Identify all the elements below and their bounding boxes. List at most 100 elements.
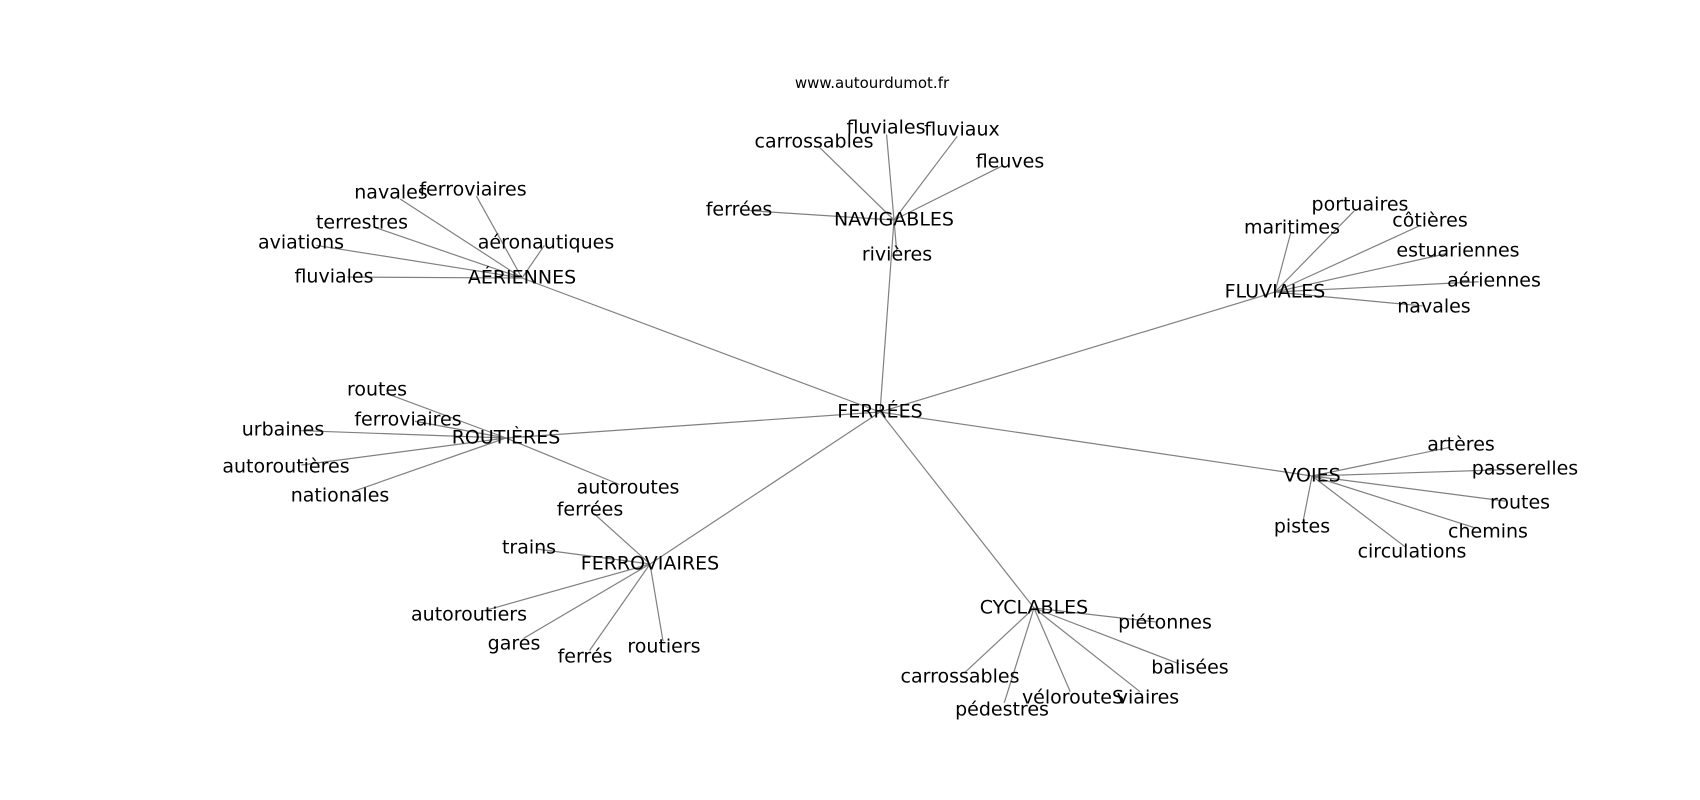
edge-ferroviaires-leaf-4 — [589, 563, 651, 651]
edge-fluviales-leaf-4 — [1274, 281, 1479, 293]
graph-edges — [298, 134, 1511, 704]
edge-fluviales-leaf-0 — [1274, 210, 1355, 293]
leaf-node-routieres-4: nationales — [291, 485, 390, 507]
edge-fluviales-leaf-2 — [1274, 225, 1420, 293]
edge-navigables-leaf-5 — [893, 219, 898, 253]
group-node-aeriennes: AÉRIENNES — [468, 266, 576, 289]
edge-center-aeriennes — [521, 277, 881, 413]
leaf-node-voies-2: routes — [1490, 492, 1550, 514]
leaf-node-aeriennes-2: terrestres — [316, 212, 408, 234]
edge-aeriennes-leaf-5 — [347, 276, 523, 279]
leaf-node-ferroviaires-2: autoroutiers — [411, 604, 527, 626]
edge-fluviales-leaf-5 — [1274, 291, 1423, 307]
leaf-node-navigables-0: fluviales — [846, 117, 925, 139]
center-node: FERRÉES — [837, 400, 922, 423]
edge-navigables-leaf-4 — [749, 210, 895, 221]
leaf-node-routieres-1: ferroviaires — [354, 409, 461, 431]
group-node-routieres: ROUTIÈRES — [452, 426, 561, 449]
leaf-node-ferroviaires-1: trains — [502, 537, 556, 559]
edge-center-voies — [879, 411, 1313, 477]
leaf-node-cyclables-1: balisées — [1151, 657, 1228, 679]
edge-routieres-leaf-0 — [385, 392, 507, 439]
edge-center-ferroviaires — [649, 411, 881, 565]
leaf-node-cyclables-5: pédestres — [955, 699, 1049, 721]
leaf-node-voies-5: circulations — [1358, 541, 1467, 563]
edge-ferroviaires-leaf-2 — [481, 563, 651, 613]
edge-aeriennes-leaf-3 — [316, 244, 523, 279]
leaf-node-cyclables-3: vélorouteS — [1022, 687, 1124, 709]
edge-voies-leaf-5 — [1311, 475, 1406, 548]
edge-navigables-leaf-2 — [819, 147, 895, 221]
group-node-voies: VOIES — [1283, 465, 1340, 487]
group-node-fluviales: FLUVIALES — [1225, 281, 1326, 303]
leaf-node-routieres-5: autoroutes — [577, 477, 680, 499]
leaf-node-aeriennes-4: aéronautiques — [478, 232, 615, 254]
edge-voies-leaf-2 — [1311, 475, 1506, 502]
edge-navigables-leaf-3 — [893, 165, 1003, 221]
edge-cyclables-leaf-0 — [1033, 607, 1156, 623]
leaf-node-navigables-4: ferrées — [706, 199, 773, 221]
edge-center-cyclables — [879, 411, 1035, 609]
edge-aeriennes-leaf-1 — [399, 198, 523, 279]
edge-routieres-leaf-3 — [301, 437, 507, 466]
leaf-node-fluviales-5: navales — [1397, 296, 1470, 318]
leaf-node-navigables-2: carrossables — [755, 131, 874, 153]
edge-navigables-leaf-0 — [885, 134, 895, 221]
leaf-node-fluviales-4: aériennes — [1447, 270, 1541, 292]
edge-navigables-leaf-1 — [893, 135, 958, 221]
edge-cyclables-leaf-3 — [1033, 607, 1071, 692]
site-credit: www.autourdumot.fr — [795, 74, 950, 92]
group-node-navigables: NAVIGABLES — [834, 209, 954, 231]
leaf-node-navigables-5: rivières — [862, 244, 932, 266]
leaf-node-aeriennes-0: ferroviaires — [419, 179, 526, 201]
edge-center-routieres — [505, 411, 881, 439]
leaf-node-cyclables-0: piétonnes — [1118, 612, 1212, 634]
edge-ferroviaires-leaf-5 — [649, 563, 664, 642]
leaf-node-fluviales-3: estuariennes — [1396, 240, 1519, 262]
leaf-node-aeriennes-1: navales — [354, 182, 427, 204]
leaf-node-voies-1: passerelles — [1472, 458, 1578, 480]
leaf-node-fluviales-2: côtières — [1392, 210, 1467, 232]
leaf-node-ferroviaires-4: ferrés — [558, 646, 613, 668]
edge-center-fluviales — [879, 291, 1276, 413]
edge-center-navigables — [879, 219, 895, 413]
leaf-node-routieres-2: urbaines — [242, 419, 324, 441]
leaf-node-cyclables-4: viaires — [1117, 687, 1179, 709]
leaf-node-fluviales-0: portuaires — [1312, 194, 1409, 216]
edge-voies-leaf-1 — [1311, 468, 1511, 477]
edge-fluviales-leaf-3 — [1274, 253, 1446, 293]
edge-cyclables-leaf-4 — [1033, 607, 1141, 693]
leaf-node-ferroviaires-5: routiers — [627, 636, 700, 658]
edge-voies-leaf-4 — [1302, 475, 1313, 524]
edge-ferroviaires-leaf-3 — [523, 563, 651, 639]
leaf-node-ferroviaires-0: ferrées — [557, 499, 624, 521]
edge-voies-leaf-0 — [1311, 446, 1451, 477]
group-node-cyclables: CYCLABLES — [980, 597, 1088, 619]
edge-cyclables-leaf-1 — [1033, 607, 1180, 665]
leaf-node-routieres-3: autoroutières — [222, 456, 349, 478]
leaf-node-navigables-1: fluviaux — [924, 119, 999, 141]
edge-routieres-leaf-2 — [298, 429, 507, 439]
leaf-node-ferroviaires-3: gares — [488, 633, 541, 655]
edge-voies-leaf-3 — [1311, 475, 1476, 529]
leaf-node-voies-4: pistes — [1274, 516, 1330, 538]
leaf-node-cyclables-2: carrossables — [901, 666, 1020, 688]
leaf-node-voies-3: chemins — [1448, 521, 1528, 543]
leaf-node-aeriennes-3: aviations — [258, 232, 344, 254]
edge-aeriennes-leaf-2 — [373, 226, 523, 279]
edge-cyclables-leaf-5 — [1003, 607, 1035, 704]
leaf-node-fluviales-1: maritimes — [1244, 217, 1340, 239]
edge-routieres-leaf-4 — [351, 437, 507, 493]
edge-routieres-leaf-5 — [505, 437, 620, 486]
edge-cyclables-leaf-2 — [964, 607, 1035, 673]
edge-ferroviaires-leaf-0 — [593, 513, 651, 565]
graph-labels: www.autourdumot.fr fluvialesfluviauxcarr… — [222, 74, 1578, 721]
leaf-node-aeriennes-5: fluviales — [294, 266, 373, 288]
leaf-node-routieres-0: routes — [347, 379, 407, 401]
leaf-node-voies-0: artères — [1427, 434, 1495, 456]
edge-ferroviaires-leaf-1 — [537, 548, 651, 565]
edge-routieres-leaf-1 — [414, 420, 507, 439]
leaf-node-navigables-3: fleuves — [976, 151, 1045, 173]
edge-fluviales-leaf-1 — [1274, 232, 1292, 293]
